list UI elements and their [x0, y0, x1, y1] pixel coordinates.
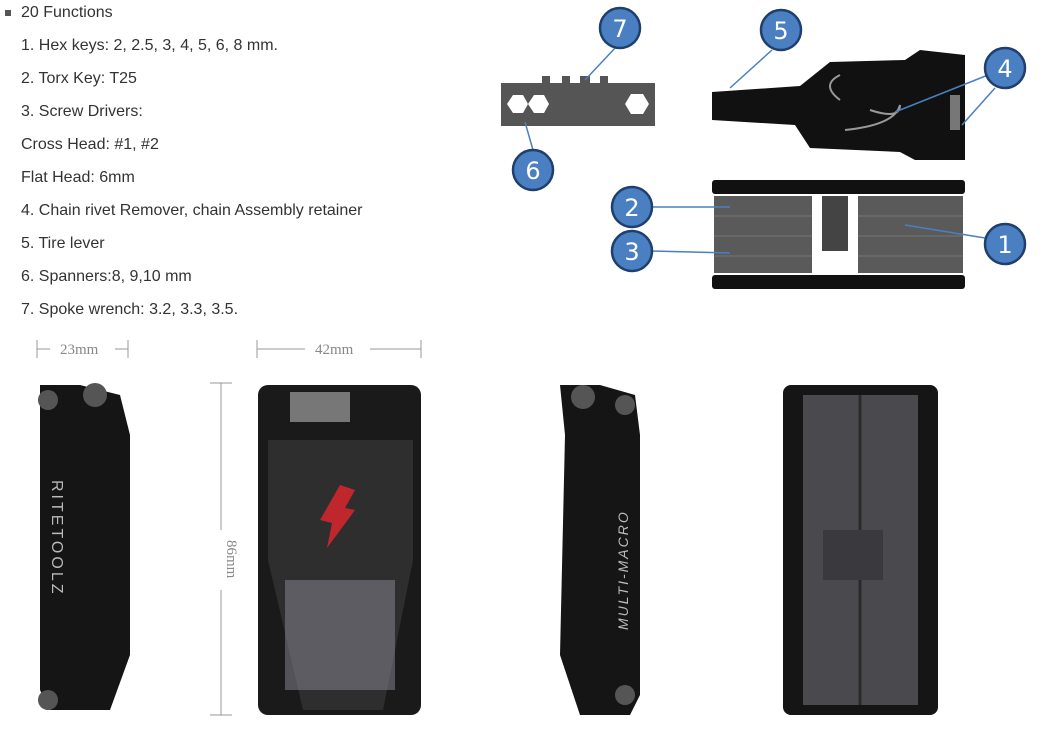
function-item: 4. Chain rivet Remover, chain Assembly r… [21, 202, 363, 219]
svg-text:4: 4 [997, 55, 1012, 83]
function-item: 3. Screw Drivers: [21, 103, 143, 120]
callout-4: 4 [983, 46, 1027, 90]
function-item: 5. Tire lever [21, 235, 105, 252]
callout-7: 7 [598, 6, 642, 50]
back-view [783, 385, 938, 715]
brand-multi-macro: MULTI-MACRO [615, 510, 631, 630]
side-view-left: RITETOOLZ [38, 383, 130, 710]
callout-6: 6 [511, 148, 555, 192]
functions-heading: 20 Functions [21, 4, 113, 21]
svg-text:5: 5 [773, 17, 788, 45]
callout-5: 5 [759, 8, 803, 52]
brand-ritetoolz: RITETOOLZ [48, 480, 65, 597]
brand-logo-mark [320, 485, 355, 548]
dimension-thickness: 23mm [60, 342, 99, 358]
callout-leaders [524, 46, 996, 254]
svg-text:6: 6 [525, 157, 540, 185]
dimension-height: 86mm [223, 540, 239, 579]
front-view [258, 385, 421, 715]
function-item: Flat Head: 6mm [21, 169, 135, 186]
function-item: 7. Spoke wrench: 3.2, 3.3, 3.5. [21, 301, 239, 318]
callout-2: 2 [610, 185, 654, 229]
function-item: 2. Torx Key: T25 [21, 70, 137, 87]
svg-text:3: 3 [624, 238, 639, 266]
spanner-plate [501, 76, 655, 126]
bits-tool-view [712, 180, 965, 289]
callout-3: 3 [610, 229, 654, 273]
function-item: 6. Spanners:8, 9,10 mm [21, 268, 192, 285]
svg-text:1: 1 [997, 231, 1012, 259]
dimension-width: 42mm [315, 342, 354, 358]
svg-text:7: 7 [612, 15, 627, 43]
function-item: Cross Head: #1, #2 [21, 136, 159, 153]
svg-text:2: 2 [624, 194, 639, 222]
list-bullet [5, 10, 11, 16]
chain-tool-lever [712, 50, 965, 160]
callout-1: 1 [983, 222, 1027, 266]
function-item: 1. Hex keys: 2, 2.5, 3, 4, 5, 6, 8 mm. [21, 37, 278, 54]
side-view-right: MULTI-MACRO [560, 385, 640, 715]
dimension-lines [36, 340, 422, 716]
